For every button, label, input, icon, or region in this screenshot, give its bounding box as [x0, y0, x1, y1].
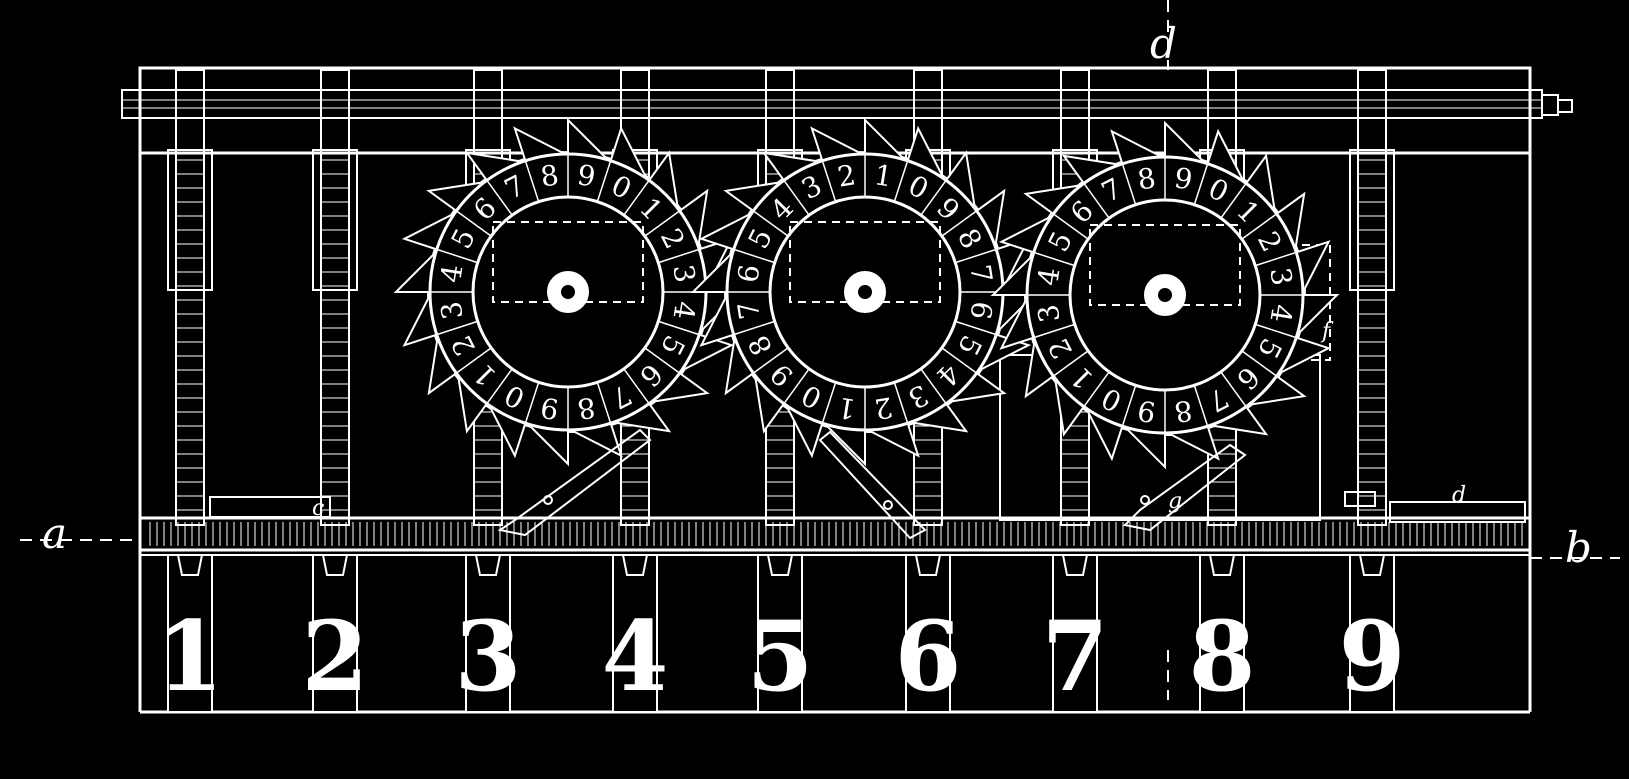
dial-digit: 3: [1031, 302, 1066, 325]
dial-digit: 7: [963, 262, 998, 285]
key-stem-1: [167, 69, 213, 526]
key-label: 3: [455, 600, 522, 713]
dial-digit: 7: [731, 299, 766, 322]
dial-digit: 8: [538, 158, 561, 193]
dial-digit: 1: [872, 158, 895, 193]
dial-digit: 9: [575, 158, 598, 193]
dial-digit: 3: [1263, 265, 1298, 288]
key-label: 5: [747, 600, 814, 713]
section-label-a: a: [42, 509, 67, 558]
key-4[interactable]: 4: [602, 554, 669, 713]
lever-right: [1122, 443, 1247, 532]
dial-digit: 6: [963, 299, 998, 322]
key-2[interactable]: 2: [302, 554, 369, 713]
key-label: 8: [1189, 600, 1256, 713]
key-5[interactable]: 5: [747, 554, 814, 713]
lever-middle: [818, 430, 927, 540]
key-stem-9: [1349, 69, 1395, 526]
key-7[interactable]: 7: [1042, 554, 1109, 713]
key-label: 7: [1042, 600, 1109, 713]
pawl-plate-right: [1389, 501, 1526, 523]
dial-digit: 3: [666, 262, 701, 285]
key-stem-2: [312, 69, 358, 526]
section-label-d: d: [1150, 19, 1177, 68]
dial-digit: 2: [872, 390, 895, 425]
pawl-plate-left: [209, 496, 331, 518]
dial-digit: 3: [434, 299, 469, 322]
dial-digit: 4: [666, 299, 701, 322]
key-8[interactable]: 8: [1189, 554, 1256, 713]
dial-digit: 9: [538, 390, 561, 425]
levers: [497, 428, 1247, 540]
dial-digit: 9: [1135, 393, 1158, 428]
dial-digit: 9: [1172, 161, 1195, 196]
dial-digit: 1: [835, 390, 858, 425]
key-label: 6: [895, 600, 962, 713]
key-9[interactable]: 9: [1339, 554, 1406, 713]
key-3[interactable]: 3: [455, 554, 522, 713]
key-6[interactable]: 6: [895, 554, 962, 713]
key-label: 2: [302, 600, 369, 713]
dial-digit: 6: [731, 262, 766, 285]
key-label: 9: [1339, 600, 1406, 713]
key-1[interactable]: 1: [157, 554, 224, 713]
frame: [121, 66, 1573, 714]
dial-digit: 4: [434, 262, 469, 285]
dial-digit: 8: [1172, 393, 1195, 428]
key-label: 4: [602, 600, 669, 713]
rack-bar: [138, 516, 1532, 552]
part-label-d: d: [1452, 483, 1466, 508]
dial-digit: 4: [1031, 265, 1066, 288]
lever-left: [497, 428, 652, 537]
dial-digit: 8: [1135, 161, 1158, 196]
section-label-b: b: [1565, 523, 1592, 572]
section-line-ab: [20, 0, 1620, 700]
part-label-c: c: [312, 496, 324, 521]
key-label: 1: [157, 600, 224, 713]
dial-digit: 8: [575, 390, 598, 425]
dial-digit: 4: [1263, 302, 1298, 325]
dial-digit: 2: [835, 158, 858, 193]
